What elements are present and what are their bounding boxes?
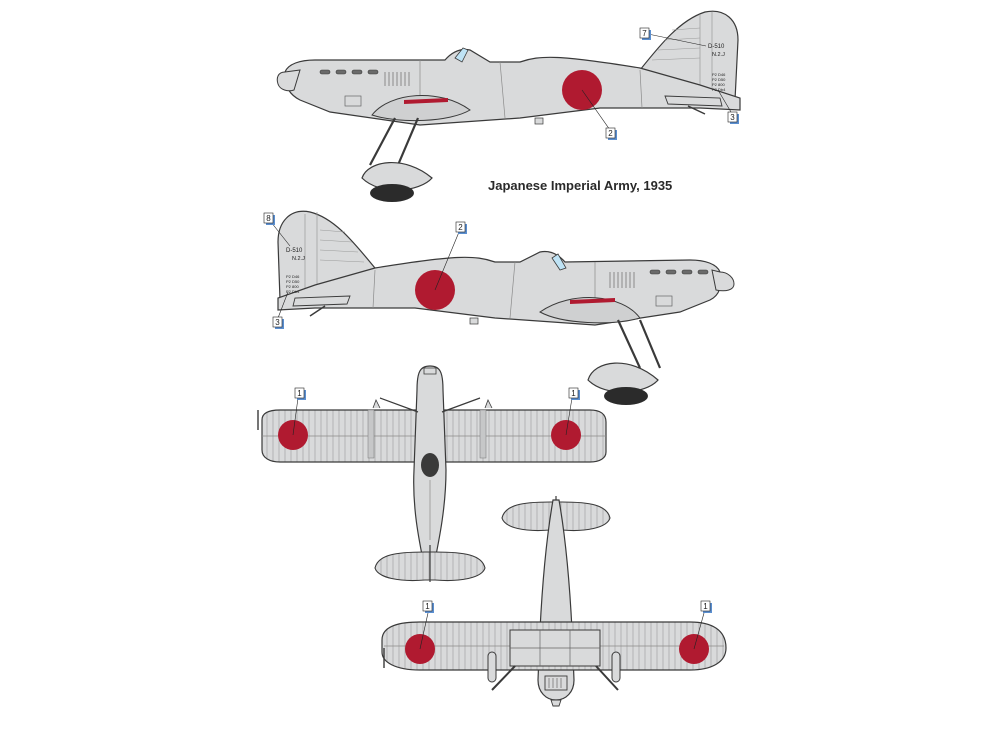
fin-stencil-3: P2 800: [712, 82, 725, 87]
svg-text:1: 1: [703, 602, 708, 611]
tire: [370, 184, 414, 202]
callout-3: 3: [272, 316, 284, 329]
callout-3: 3: [727, 111, 739, 124]
callout-1: 1: [294, 387, 306, 400]
fin-stencil-4: P2 Db4: [712, 87, 726, 92]
fin-serial: D-510: [286, 248, 303, 254]
svg-text:1: 1: [571, 389, 576, 398]
fin-serial: D-510: [708, 44, 725, 50]
fin-code: N.2.J: [712, 52, 725, 58]
callout-8: 8: [263, 212, 275, 225]
svg-text:3: 3: [730, 113, 735, 122]
fin-stencil-3: P2 800: [286, 284, 299, 289]
caption-title: Japanese Imperial Army, 1935: [488, 178, 673, 193]
spinner: [711, 269, 735, 292]
windscreen: [551, 253, 567, 271]
top-view: 1 1: [257, 365, 607, 582]
svg-text:7: 7: [642, 29, 647, 38]
callout-7: 7: [639, 27, 651, 40]
wing-stripe: [404, 98, 448, 104]
bottom-view: 1 1: [381, 496, 727, 707]
windscreen: [454, 47, 469, 63]
svg-text:2: 2: [458, 223, 463, 232]
callout-2: 2: [605, 127, 617, 140]
callout-1: 1: [568, 387, 580, 400]
side-view-left: D-510 N.2.J P2 D46 P2 D50 P2 800 P2 Db4 …: [276, 10, 741, 202]
fin-stencil-2: P2 D50: [286, 279, 300, 284]
fin-stencil-1: P2 D46: [286, 274, 300, 279]
fin-stencil-4: P2 Db4: [286, 289, 300, 294]
cockpit: [421, 453, 439, 477]
callout-1: 1: [700, 600, 712, 613]
spinner: [276, 69, 301, 92]
fin-stencil-1: P2 D46: [712, 72, 726, 77]
tire: [604, 387, 648, 405]
callout-1: 1: [422, 600, 434, 613]
wing-stripe: [570, 298, 615, 304]
svg-text:8: 8: [266, 214, 271, 223]
fin-code: N.2.J: [292, 256, 305, 262]
fin-stencil-2: P2 D50: [712, 77, 726, 82]
side-view-right: D-510 N.2.J P2 D46 P2 D50 P2 800 P2 Db4 …: [263, 210, 735, 405]
svg-text:1: 1: [297, 389, 302, 398]
svg-text:3: 3: [275, 318, 280, 327]
wing-fairing: [539, 297, 641, 324]
svg-text:2: 2: [608, 129, 613, 138]
callout-2: 2: [455, 221, 467, 234]
svg-text:1: 1: [425, 602, 430, 611]
